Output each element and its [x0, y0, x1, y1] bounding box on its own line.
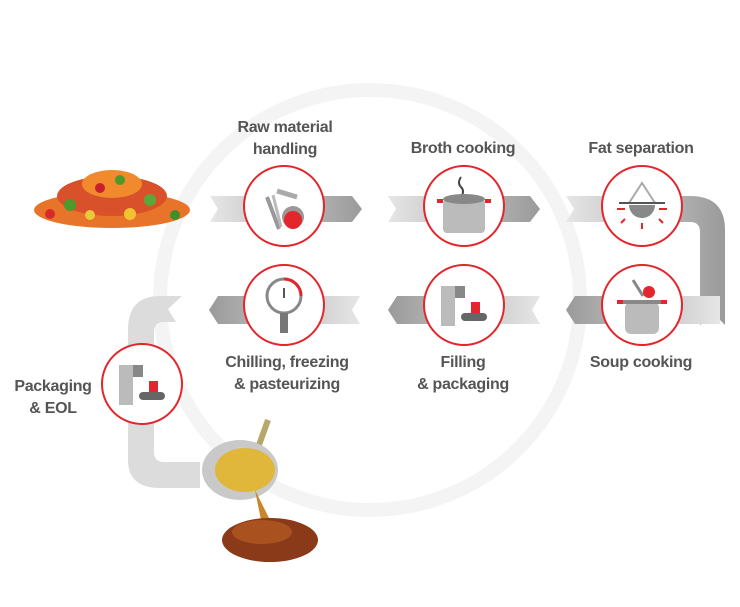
label-chilling-freezing: Chilling, freezing & pasteurizing [225, 352, 349, 396]
label-broth-cooking: Broth cooking [410, 140, 516, 157]
label-line: handling [252, 141, 318, 158]
step-packaging-eol[interactable] [101, 343, 183, 425]
step-fat-separation[interactable] [601, 165, 683, 247]
label-raw-material: Raw material handling [237, 117, 332, 161]
step-raw-material[interactable] [243, 165, 325, 247]
label-line: Raw material [237, 119, 333, 136]
label-line: Filling [440, 354, 486, 371]
step-broth-cooking[interactable] [423, 165, 505, 247]
thermometer-gauge-icon [265, 277, 303, 333]
filling-machine-icon [441, 286, 487, 326]
packaging-machine-icon [119, 365, 165, 405]
fat-separator-icon [617, 181, 667, 229]
step-chilling-freezing[interactable] [243, 264, 325, 346]
label-line: Chilling, freezing [225, 354, 349, 371]
label-fat-separation: Fat separation [588, 140, 694, 157]
meat-vegetables-icon [265, 188, 304, 230]
label-line: & EOL [29, 400, 77, 417]
label-line: & packaging [417, 376, 509, 393]
step-soup-cooking[interactable] [601, 264, 683, 346]
vegetables-image [34, 170, 190, 228]
step-filling-packaging[interactable] [423, 264, 505, 346]
boiling-pot-icon [437, 176, 491, 233]
oil-ladle-image [202, 418, 318, 562]
label-soup-cooking: Soup cooking [589, 354, 693, 371]
label-line: & pasteurizing [233, 376, 341, 393]
label-line: Packaging [14, 378, 92, 395]
label-packaging-eol: Packaging & EOL [14, 376, 92, 420]
label-filling-packaging: Filling & packaging [417, 352, 509, 396]
soup-pot-icon [617, 279, 667, 334]
